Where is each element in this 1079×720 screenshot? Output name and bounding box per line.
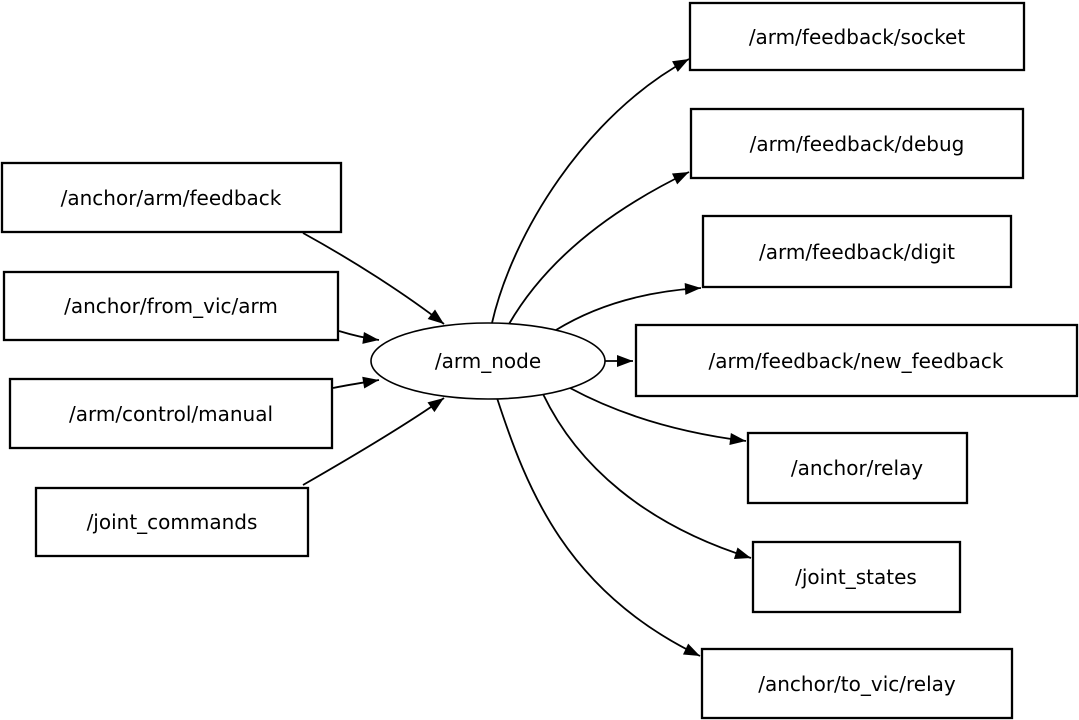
topic-label: /arm/feedback/digit bbox=[759, 240, 955, 264]
topic-label: /joint_states bbox=[795, 565, 917, 589]
topic-label: /arm/control/manual bbox=[69, 402, 273, 426]
node-label: /arm_node bbox=[435, 349, 541, 373]
edge-arm-node-to-arm-feedback-debug bbox=[508, 171, 690, 325]
topic-arm-control-manual: /arm/control/manual bbox=[8, 377, 334, 450]
edge-arm-node-to-anchor-relay bbox=[569, 387, 747, 445]
node-arm-node: /arm_node bbox=[370, 322, 606, 400]
topic-label: /anchor/relay bbox=[791, 456, 923, 480]
topic-box bbox=[34, 486, 310, 558]
edge-arm-node-to-arm-feedback-digit bbox=[555, 282, 702, 331]
topic-box bbox=[746, 431, 969, 505]
edge-arm-node-to-anchor-to-vic-relay bbox=[496, 397, 701, 657]
edge-anchor-arm-feedback-to-arm-node bbox=[302, 232, 445, 325]
topic-arm-feedback-new-feedback: /arm/feedback/new_feedback bbox=[634, 323, 1079, 398]
topic-label: /arm/feedback/socket bbox=[749, 25, 966, 49]
edge-anchor-from-vic-arm-to-arm-node bbox=[338, 330, 380, 344]
topic-anchor-arm-feedback: /anchor/arm/feedback bbox=[0, 161, 343, 234]
topic-label: /anchor/arm/feedback bbox=[61, 186, 282, 210]
topic-arm-feedback-socket: /arm/feedback/socket bbox=[688, 1, 1026, 72]
topic-box bbox=[8, 377, 334, 450]
node-ellipse bbox=[370, 322, 606, 400]
topic-box bbox=[689, 107, 1025, 180]
edge-arm-control-manual-to-arm-node bbox=[332, 376, 380, 389]
edge-joint-commands-to-arm-node bbox=[302, 397, 445, 486]
topic-box bbox=[0, 161, 343, 234]
topic-joint-commands: /joint_commands bbox=[34, 486, 310, 558]
topic-anchor-from-vic-arm: /anchor/from_vic/arm bbox=[2, 270, 340, 342]
topic-box bbox=[634, 323, 1079, 398]
topic-anchor-relay: /anchor/relay bbox=[746, 431, 969, 505]
topic-arm-feedback-digit: /arm/feedback/digit bbox=[701, 214, 1013, 289]
topic-box bbox=[700, 647, 1014, 720]
topic-box bbox=[2, 270, 340, 342]
topic-box bbox=[688, 1, 1026, 72]
topic-box bbox=[701, 214, 1013, 289]
edge-arm-node-to-joint-states bbox=[542, 393, 752, 559]
topic-label: /anchor/to_vic/relay bbox=[758, 672, 956, 696]
edge-layer bbox=[302, 58, 752, 657]
topic-box bbox=[751, 540, 962, 614]
topic-arm-feedback-debug: /arm/feedback/debug bbox=[689, 107, 1025, 180]
topic-anchor-to-vic-relay: /anchor/to_vic/relay bbox=[700, 647, 1014, 720]
topic-label: /anchor/from_vic/arm bbox=[64, 294, 278, 318]
edge-arm-node-to-arm-feedback-socket bbox=[491, 58, 690, 324]
topic-label: /arm/feedback/new_feedback bbox=[709, 349, 1004, 373]
topic-joint-states: /joint_states bbox=[751, 540, 962, 614]
topic-label: /joint_commands bbox=[87, 510, 258, 534]
topic-label: /arm/feedback/debug bbox=[750, 132, 965, 156]
